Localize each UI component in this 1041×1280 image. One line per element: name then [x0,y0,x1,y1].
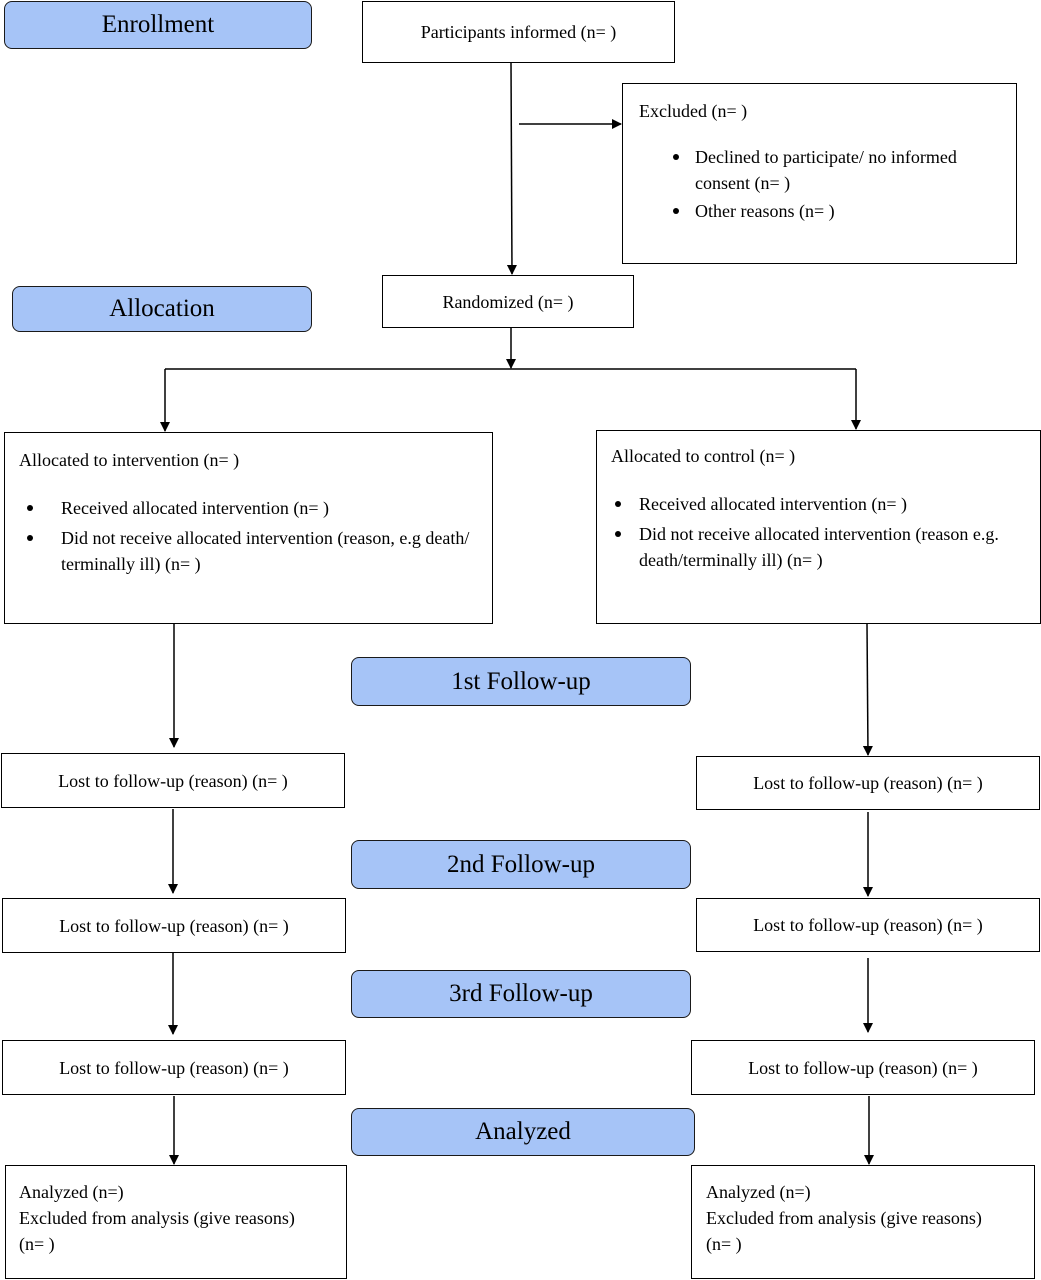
excluded-item: Other reasons (n= ) [673,198,1000,224]
arrow-right-1 [862,623,873,756]
analyzed-count: Analyzed (n=) [706,1182,811,1202]
analyzed-left-box: Analyzed (n=) Excluded from analysis (gi… [5,1165,347,1279]
analyzed-right-box: Analyzed (n=) Excluded from analysis (gi… [691,1165,1035,1279]
stage-followup-3: 3rd Follow-up [351,970,691,1018]
intervention-item: Received allocated intervention (n= ) [27,495,478,521]
analyzed-excluded: Excluded from analysis (give reasons) [706,1208,982,1228]
randomized-box: Randomized (n= ) [382,275,634,328]
analyzed-excluded-count: (n= ) [19,1234,55,1254]
excluded-list: Declined to participate/ no informed con… [639,144,1000,224]
intervention-list: Received allocated intervention (n= ) Di… [19,495,478,577]
lost-followup-left-1: Lost to follow-up (reason) (n= ) [1,753,345,808]
lost-followup-right-2: Lost to follow-up (reason) (n= ) [696,898,1040,952]
lost-followup-left-3: Lost to follow-up (reason) (n= ) [2,1040,346,1095]
stage-allocation: Allocation [12,286,312,332]
randomized-text: Randomized (n= ) [442,291,574,312]
intervention-title: Allocated to intervention (n= ) [19,450,240,470]
control-item: Received allocated intervention (n= ) [615,491,1026,517]
analyzed-excluded: Excluded from analysis (give reasons) [19,1208,295,1228]
control-item: Did not receive allocated intervention (… [615,521,1026,573]
intervention-item: Did not receive allocated intervention (… [27,525,478,577]
analyzed-excluded-count: (n= ) [706,1234,742,1254]
stage-followup-2: 2nd Follow-up [351,840,691,889]
excluded-title: Excluded (n= ) [639,101,748,121]
control-box: Allocated to control (n= ) Received allo… [596,430,1041,624]
stage-enrollment: Enrollment [4,1,312,49]
lost-followup-right-3: Lost to follow-up (reason) (n= ) [691,1040,1035,1095]
lost-followup-right-1: Lost to follow-up (reason) (n= ) [696,756,1040,810]
analyzed-count: Analyzed (n=) [19,1182,124,1202]
intervention-box: Allocated to intervention (n= ) Received… [4,432,493,624]
lost-followup-left-2: Lost to follow-up (reason) (n= ) [2,898,346,953]
stage-analyzed: Analyzed [351,1108,695,1156]
control-list: Received allocated intervention (n= ) Di… [611,491,1026,573]
participants-informed-box: Participants informed (n= ) [362,1,675,63]
excluded-box: Excluded (n= ) Declined to participate/ … [622,83,1017,264]
control-title: Allocated to control (n= ) [611,446,796,466]
arrow-informed-to-randomized [506,62,517,275]
excluded-item: Declined to participate/ no informed con… [673,144,1000,196]
stage-followup-1: 1st Follow-up [351,657,691,706]
participants-informed-text: Participants informed (n= ) [420,22,617,42]
